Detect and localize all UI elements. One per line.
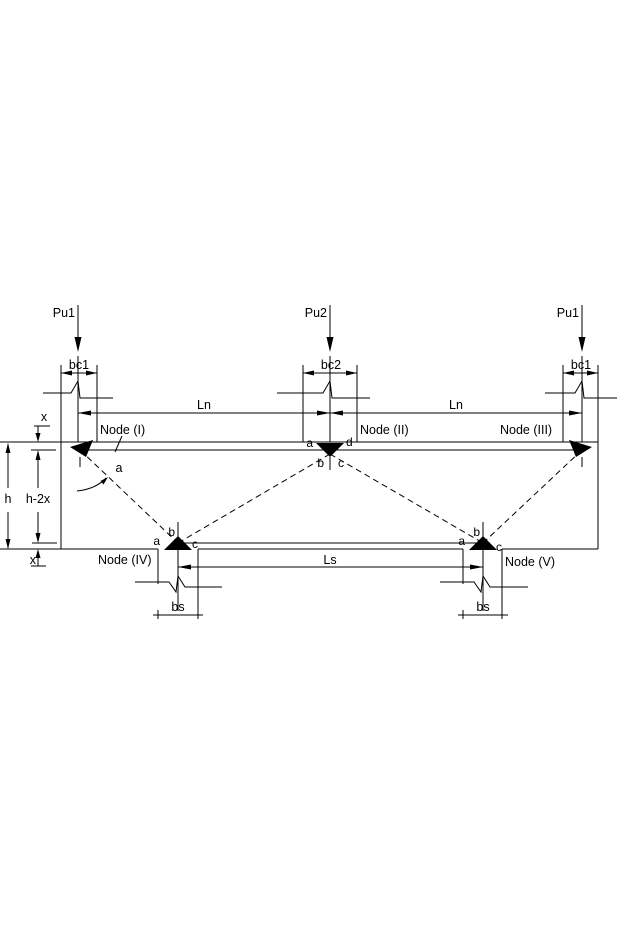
ln-left-arrow-l [78, 410, 91, 416]
node1-symbol [70, 440, 93, 457]
node4-label: Node (IV) [98, 553, 152, 567]
h2x-arrow-bottom [35, 533, 41, 543]
load-arrow-left-head [74, 337, 82, 352]
right-column-break-symbol [545, 379, 617, 399]
strut-node3-node5 [482, 449, 583, 544]
top-columns [43, 356, 617, 549]
strut-node2-node5 [329, 453, 484, 544]
angle-arrow [100, 477, 108, 485]
ls-arrow-r [470, 564, 483, 570]
h2x-arrow-top [35, 450, 41, 460]
bc1-left-arrow-l [61, 370, 72, 376]
bc2-arrow-r [346, 370, 357, 376]
bc1-left-label: bc1 [69, 358, 89, 372]
mid-column-break-symbol [277, 379, 370, 399]
load-arrow-right-head [578, 337, 586, 352]
bs-left-label: bs [171, 600, 184, 614]
bc1-right-arrow-r [587, 370, 598, 376]
bottom-supports [135, 549, 528, 618]
ln-left-label: Ln [197, 398, 211, 412]
bc2-arrow-l [303, 370, 314, 376]
ln-right-arrow-l [330, 410, 343, 416]
left-column-break-symbol [43, 379, 113, 399]
ln-right-label: Ln [449, 398, 463, 412]
h2x-label: h-2x [26, 492, 51, 506]
beam-outline [0, 441, 598, 550]
node5-label: Node (V) [505, 555, 555, 569]
ls-arrow-l [178, 564, 191, 570]
load-arrow-middle-head [326, 337, 334, 352]
node2-corner-a: a [306, 436, 313, 450]
ln-dimensions: Ln Ln [78, 398, 582, 416]
h-arrow-bottom [5, 539, 11, 549]
node2-label: Node (II) [360, 423, 409, 437]
right-support-break-symbol [440, 574, 528, 594]
left-support-break-symbol [135, 574, 222, 594]
strut-node1-node4 [79, 449, 179, 544]
left-dimensions: x h h-2x x [5, 410, 57, 567]
bs-right-label: bs [476, 600, 489, 614]
node1-label: Node (I) [100, 423, 145, 437]
x-bottom-label: x [30, 553, 37, 567]
node-corner-letters: a d b c a b c a b c [153, 435, 502, 554]
ln-left-arrow-r [317, 410, 330, 416]
node2-corner-c: c [338, 456, 344, 470]
ls-label: Ls [323, 553, 336, 567]
node2-symbol [316, 443, 344, 457]
node4-corner-c: c [192, 537, 198, 551]
node5-corner-a: a [458, 534, 465, 548]
bs-dimensions: bs bs [153, 600, 508, 619]
bc1-right-arrow-l [563, 370, 574, 376]
ls-dimension: Ls [178, 553, 483, 570]
x-top-label: x [41, 410, 48, 424]
node3-symbol [569, 440, 592, 457]
strut-node2-node4 [177, 453, 331, 544]
angle-mark: a [76, 461, 123, 492]
load-label-pu1-right: Pu1 [557, 306, 579, 320]
node-labels: Node (I) Node (II) Node (III) Node (IV) … [98, 423, 555, 569]
node1-leader [114, 435, 123, 453]
bc-dimensions: bc1 bc2 bc1 [61, 358, 598, 376]
node2-corner-b: b [317, 456, 324, 470]
angle-arc [76, 477, 107, 492]
struts [79, 449, 583, 544]
node4-corner-b: b [168, 525, 175, 539]
bc2-label: bc2 [321, 358, 341, 372]
ln-right-arrow-r [569, 410, 582, 416]
x-top-arrow [35, 433, 41, 442]
bc1-right-label: bc1 [571, 358, 591, 372]
node2-corner-d: d [346, 435, 353, 449]
node4-corner-a: a [153, 534, 160, 548]
h-label: h [5, 492, 12, 506]
node5-corner-b: b [473, 525, 480, 539]
load-arrows: Pu1 Pu2 Pu1 [53, 305, 586, 352]
load-label-pu2: Pu2 [305, 306, 327, 320]
h-arrow-top [5, 443, 11, 453]
angle-label: a [116, 461, 123, 475]
load-label-pu1-left: Pu1 [53, 306, 75, 320]
node5-corner-c: c [496, 540, 502, 554]
node-symbols [70, 440, 592, 550]
bc1-left-arrow-r [86, 370, 97, 376]
node3-label: Node (III) [500, 423, 552, 437]
